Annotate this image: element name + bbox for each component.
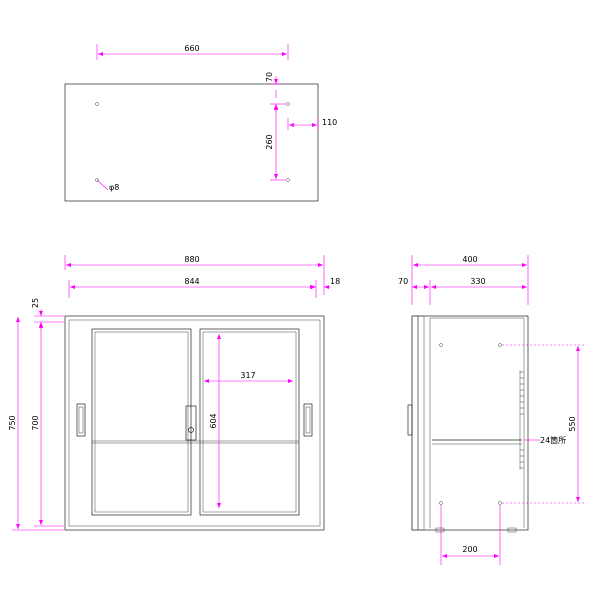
dim-hole-offset-top: 70 [265, 72, 274, 82]
mount-hole [439, 343, 443, 347]
foot [435, 527, 445, 533]
mount-hole [95, 102, 99, 106]
dim-door-height: 604 [209, 413, 218, 428]
dim-hole-spacing: 260 [265, 134, 274, 149]
dim-inner-height: 700 [31, 415, 40, 430]
dim-top-thickness: 25 [31, 298, 40, 308]
shelf-note: 24箇所 [540, 435, 566, 445]
dim-overall-height: 750 [8, 415, 17, 430]
left-door-glass [94, 331, 189, 513]
right-handle [303, 403, 313, 437]
side-handle [407, 404, 413, 436]
dim-overall-width: 880 [184, 255, 199, 264]
dim-front-offset: 70 [398, 277, 408, 286]
side-view: 400 70 330 550 24箇所 200 [398, 255, 585, 565]
lock-icon [188, 427, 194, 433]
front-view: 880 844 18 25 750 700 317 604 [8, 255, 340, 531]
dim-door-width: 317 [240, 371, 255, 380]
shelf-pin-rail [519, 370, 524, 470]
foot [507, 527, 517, 533]
dim-top-width: 660 [184, 44, 199, 53]
mount-hole [439, 501, 443, 505]
left-handle [76, 403, 86, 437]
right-sliding-door [199, 328, 300, 516]
center-lock [185, 405, 197, 441]
mount-hole [286, 178, 290, 182]
right-handle-recess [305, 406, 311, 434]
left-sliding-door [91, 328, 192, 516]
dim-inner-width: 844 [184, 277, 199, 286]
dim-side-thickness: 18 [330, 277, 340, 286]
cabinet-inner-outline [68, 319, 321, 527]
leader-line [96, 179, 109, 191]
mount-hole [498, 501, 502, 505]
left-handle-recess [78, 406, 84, 434]
dim-inner-depth: 330 [470, 277, 485, 286]
top-view: 660 70 260 110 φ8 [64, 44, 337, 202]
side-body-outline [411, 315, 529, 531]
mount-hole [286, 102, 290, 106]
dim-bottom-span: 200 [462, 545, 477, 554]
dim-hole-diameter: φ8 [109, 183, 119, 192]
dim-depth: 400 [462, 255, 477, 264]
door-rail [417, 315, 425, 531]
door-rail [411, 315, 419, 531]
cabinet-outline [64, 315, 325, 531]
top-panel-outline [64, 83, 319, 202]
mount-hole [498, 343, 502, 347]
dim-shelf-span: 550 [568, 416, 577, 431]
dim-hole-offset-side: 110 [322, 118, 337, 127]
right-door-glass [202, 331, 297, 513]
